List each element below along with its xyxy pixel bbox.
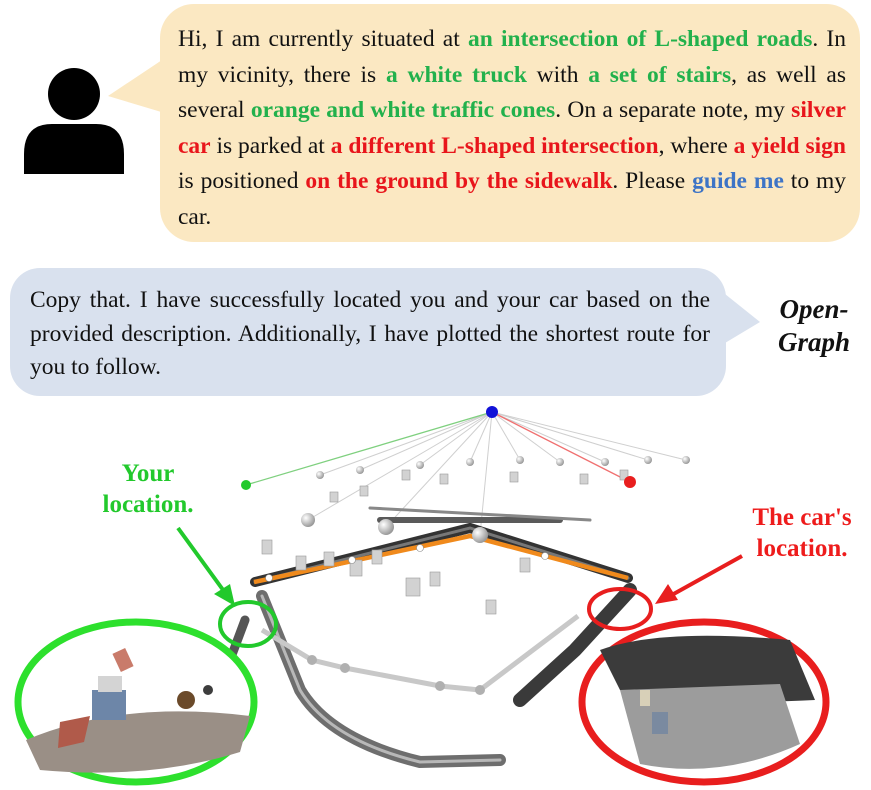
your-location-label: Your location.: [78, 458, 218, 520]
road-loop: [260, 614, 580, 693]
user-message-segment: , as well as several: [178, 61, 846, 124]
bot-message-bubble: [10, 268, 726, 396]
user-message-segment: is parked at: [210, 132, 331, 159]
car-location-zoom: [578, 618, 830, 786]
car-location-label: The car's location.: [736, 502, 868, 564]
car-location-node: [624, 476, 636, 488]
user-message-segment: on the ground by the sidewalk: [305, 168, 613, 194]
road-loop-nodes: [307, 655, 485, 695]
car-location-label-line1: The car's: [752, 504, 852, 531]
your-location-label-line1: Your: [121, 460, 175, 487]
user-message-segment: . Please: [612, 168, 693, 194]
user-message-segment: to my car.: [178, 168, 847, 230]
user-message-segment: a yield sign: [733, 132, 846, 159]
user-message-segment: is positioned: [178, 168, 306, 194]
scene-graph-map: [14, 406, 830, 786]
graph-line-green: [245, 411, 493, 486]
graph-hierarchy-lines: [307, 411, 687, 536]
user-message-segment: a set of stairs: [588, 61, 732, 88]
bot-bubble-tail: [720, 290, 760, 346]
your-location-label-line2: location.: [102, 491, 194, 518]
car-location-arrow: [655, 554, 743, 604]
user-message-segment: an intersection of L-shaped roads: [467, 26, 813, 52]
user-message-segment: , where: [658, 132, 734, 159]
bot-name-line2: Graph: [777, 327, 851, 357]
user-message-text: Hi, I am currently situated at an inters…: [178, 22, 846, 235]
user-message-segment: a white truck: [385, 61, 527, 88]
root-node: [486, 406, 498, 418]
your-location-node: [241, 480, 251, 490]
object-boxes: [261, 469, 629, 615]
your-location-ring: [218, 600, 278, 648]
shortest-route: [253, 533, 629, 585]
car-location-ring: [587, 587, 653, 631]
user-message-bubble: [160, 4, 860, 242]
bot-name: Open- Graph: [760, 293, 868, 359]
user-message-segment: orange and white traffic cones: [250, 97, 556, 123]
user-message-segment: Hi, I am currently situated at: [178, 26, 468, 52]
user-message-segment: . In my vicinity, there is: [178, 26, 846, 88]
graph-line-red: [491, 411, 631, 483]
user-avatar-icon: [24, 68, 124, 174]
user-message-segment: a different L-shaped intersection: [330, 132, 659, 159]
your-location-zoom: [14, 618, 258, 786]
bot-name-line1: Open-: [779, 294, 849, 324]
user-message-segment: silver car: [178, 97, 846, 159]
car-location-label-line2: location.: [756, 535, 848, 562]
user-bubble-tail: [108, 56, 168, 114]
graph-nodes: [265, 456, 690, 582]
bot-message-text: Copy that. I have successfully located y…: [30, 287, 710, 380]
user-message-segment: with: [526, 61, 589, 88]
your-location-arrow: [176, 526, 235, 606]
user-message-segment: . On a separate note, my: [555, 97, 792, 123]
user-message-segment: guide me: [692, 168, 784, 194]
